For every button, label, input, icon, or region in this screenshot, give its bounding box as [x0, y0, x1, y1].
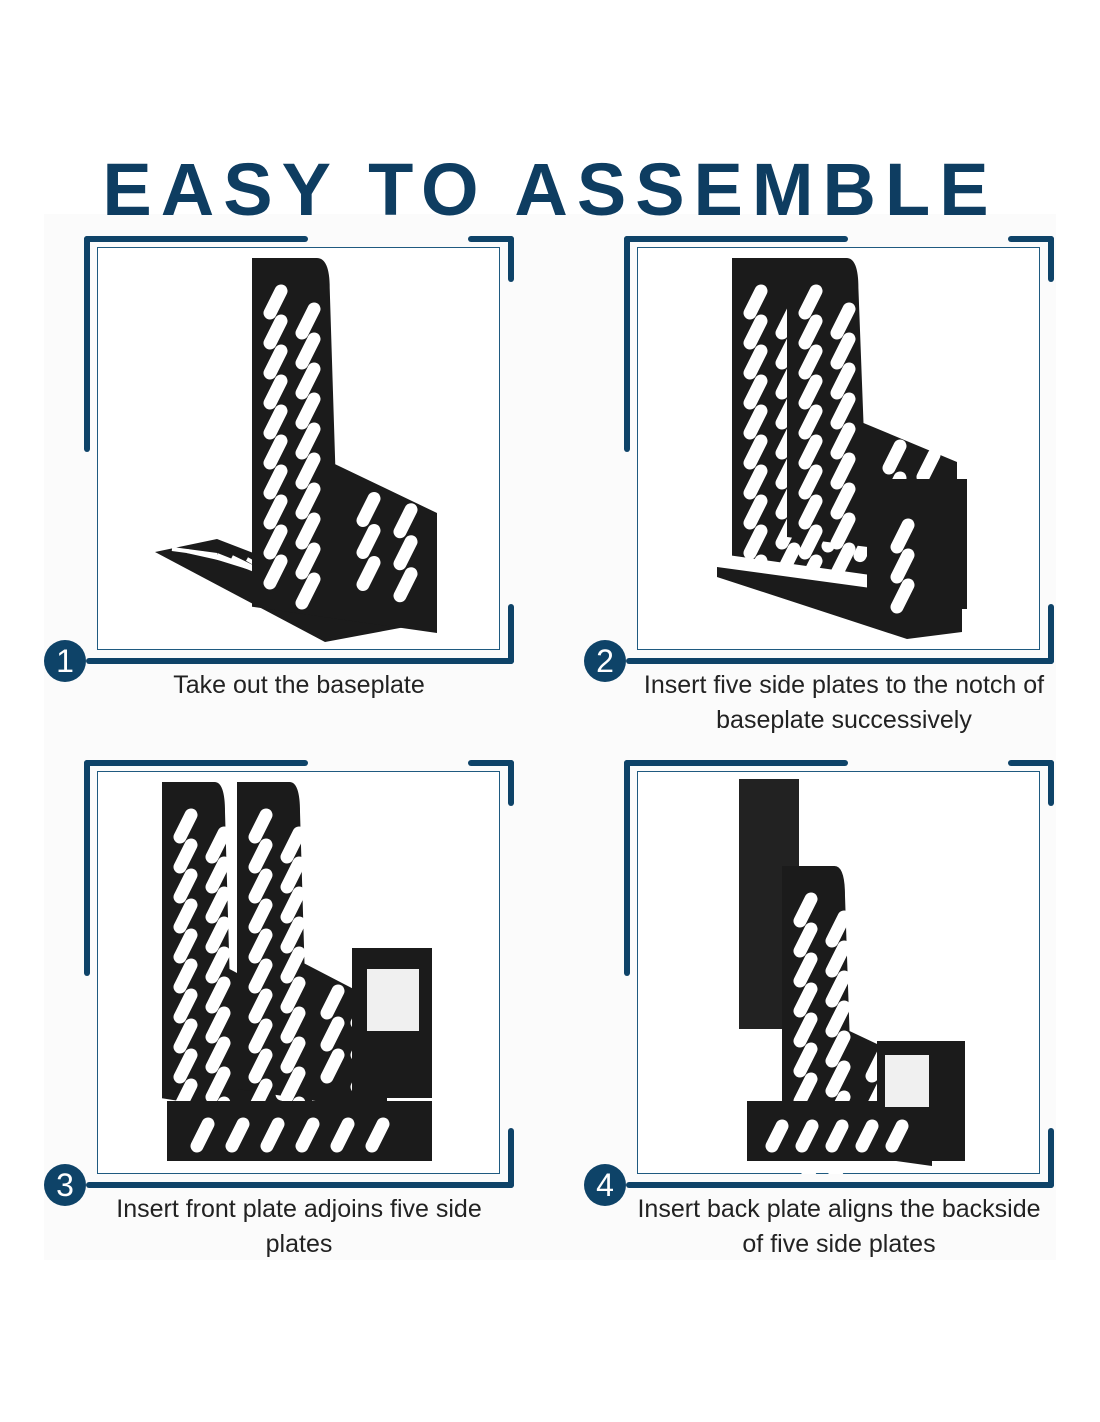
- step-caption: Take out the baseplate: [173, 671, 425, 699]
- step-number-badge: 1: [44, 640, 86, 682]
- product-illustration: [717, 258, 967, 639]
- frame-bar: [1048, 236, 1054, 282]
- frame-bar: [84, 760, 308, 766]
- step-number-badge: 2: [584, 640, 626, 682]
- step-caption: Insert back plate aligns the backside of…: [637, 1195, 1041, 1258]
- frame-bar: [624, 760, 848, 766]
- frame-bar: [624, 236, 630, 452]
- frame-bar: [1008, 236, 1054, 242]
- product-illustration: [739, 779, 965, 1174]
- step-caption: Insert front plate adjoins five side pla…: [116, 1195, 482, 1258]
- step-number-badge: 3: [44, 1164, 86, 1206]
- frame-bar: [1048, 760, 1054, 806]
- product-illustration: [155, 258, 437, 642]
- frame-bar: [84, 760, 90, 976]
- frame-bar: [1048, 604, 1054, 664]
- frame-bar: [84, 236, 308, 242]
- frame-bar: [508, 760, 514, 806]
- product-illustration: [162, 782, 432, 1161]
- frame-bar: [508, 1128, 514, 1188]
- frame-bar: [624, 760, 630, 976]
- step-caption: Insert five side plates to the notch of …: [643, 671, 1045, 734]
- frame-bar: [1008, 760, 1054, 766]
- frame-bar: [84, 236, 90, 452]
- step-number-badge: 4: [584, 1164, 626, 1206]
- frame-bar: [86, 1182, 514, 1188]
- frame-bar: [468, 236, 514, 242]
- frame-bar: [86, 658, 514, 664]
- frame-bar: [624, 236, 848, 242]
- frame-bar: [508, 604, 514, 664]
- frame-bar: [626, 1182, 1054, 1188]
- frame-bar: [468, 760, 514, 766]
- page-title: EASY TO ASSEMBLE: [102, 148, 998, 231]
- frame-bar: [626, 658, 1054, 664]
- frame-bar: [508, 236, 514, 282]
- frame-bar: [1048, 1128, 1054, 1188]
